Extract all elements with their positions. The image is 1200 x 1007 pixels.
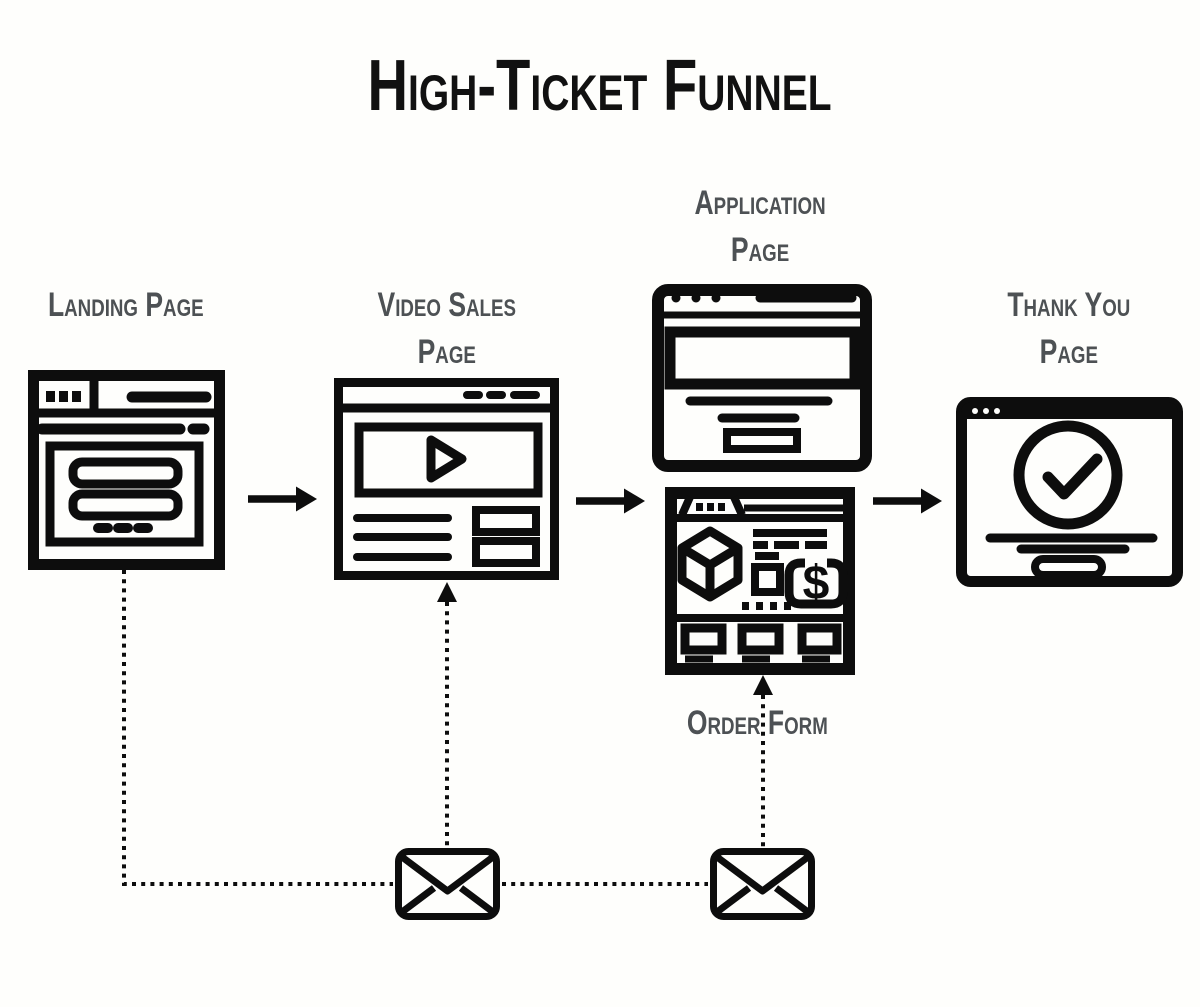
quantity-box-icon (751, 563, 784, 596)
price-badge-icon (784, 558, 848, 609)
flow-arrow-3 (871, 485, 943, 517)
envelope-icon (395, 848, 500, 920)
browser-tab-icon (678, 495, 746, 517)
play-icon (426, 435, 467, 483)
application-page-node (652, 284, 872, 472)
form-panel-icon (45, 441, 204, 547)
envelope-icon (710, 848, 815, 920)
pill-button-icon (1031, 555, 1106, 579)
dollar-sign-icon: $ (803, 557, 830, 610)
checkmark-icon (1042, 453, 1103, 500)
window-dots-icon (972, 408, 1000, 414)
label-thank-you-page: Thank You Page (1007, 286, 1131, 371)
email-2-node (710, 848, 815, 920)
label-landing-page: Landing Page (48, 286, 204, 324)
video-sales-browser-icon (334, 378, 559, 580)
product-cube-icon (677, 526, 743, 602)
page-title: High-Ticket Funnel (0, 44, 1200, 128)
label-video-sales-page: Video Sales Page (377, 286, 517, 371)
arrowhead-up-vsp (437, 582, 457, 602)
success-circle-icon (1013, 420, 1123, 530)
right-arrow-icon (576, 488, 645, 514)
label-application-page: Application Page (694, 184, 826, 269)
title-bar-icon (961, 402, 1178, 419)
landing-page-node (28, 370, 225, 570)
video-player-icon (354, 422, 543, 498)
application-browser-icon (652, 284, 872, 472)
window-dots-icon (46, 391, 81, 402)
payment-option-icon (737, 623, 784, 655)
page-title-text: High-Ticket Funnel (367, 46, 833, 126)
flow-arrow-2 (574, 485, 646, 517)
dotted-line-landing-to-email1 (122, 570, 393, 886)
content-panel-icon (664, 326, 861, 390)
right-arrow-icon (873, 488, 942, 514)
payment-option-icon (680, 623, 727, 655)
form-field-icon (68, 457, 183, 489)
order-form-browser-icon: $ (665, 487, 855, 675)
window-dots-icon (671, 293, 721, 303)
email-1-node (395, 848, 500, 920)
submit-button-icon (723, 428, 801, 453)
order-form-node: $ (665, 487, 855, 675)
form-field-icon (68, 489, 183, 521)
landing-page-browser-icon (28, 370, 225, 570)
flow-arrow-1 (246, 483, 318, 515)
video-sales-page-node (334, 378, 559, 580)
window-dots-icon (696, 503, 725, 511)
arrowhead-up-orderform (753, 675, 773, 695)
thank-you-page-node (956, 397, 1183, 587)
payment-option-icon (797, 623, 842, 655)
thank-you-browser-icon (956, 397, 1183, 587)
right-arrow-icon (248, 486, 317, 512)
label-order-form: Order Form (686, 704, 828, 742)
